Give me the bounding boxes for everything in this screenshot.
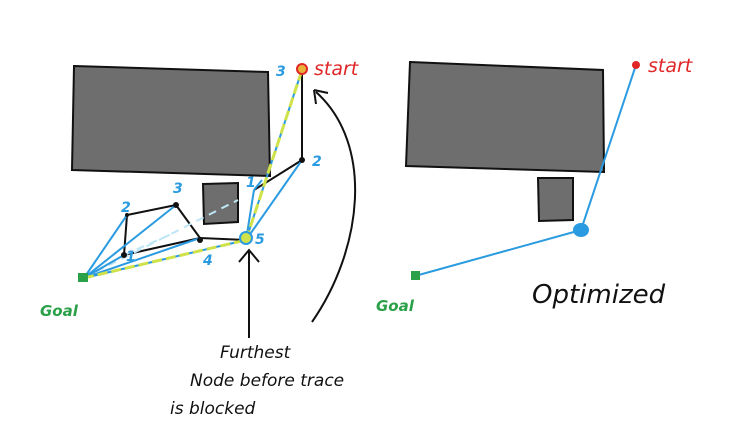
node-number-label: 1 [246, 175, 256, 191]
annotation-line-3: is blocked [170, 399, 256, 419]
node-number-label: 5 [255, 232, 265, 248]
left-start-node [296, 63, 308, 75]
node-number-label: 4 [202, 253, 213, 269]
annotation-line-2: Node before trace [190, 371, 344, 391]
right-caption: Optimized [532, 280, 666, 310]
left-panel: 3 2 3 1 4 1 2 5 start Goal Furthest Node… [40, 58, 360, 419]
node-number-label: 2 [312, 154, 322, 170]
curved-arrow [311, 91, 357, 323]
pointer-arrow-head [238, 248, 260, 263]
left-large-obstacle [70, 64, 272, 178]
left-node-1 [121, 252, 127, 258]
annotation-line-1: Furthest [220, 343, 292, 363]
left-goal-node [78, 273, 88, 282]
node-number-label: 2 [121, 200, 131, 216]
node-number-label: 3 [173, 181, 183, 197]
right-goal-label: Goal [376, 297, 415, 315]
left-node-5 [239, 231, 253, 245]
left-small-obstacle [201, 181, 239, 226]
left-node-2-right [299, 157, 305, 163]
left-start-label: start [314, 58, 360, 80]
right-goal-node [411, 271, 420, 280]
left-trace-dashes [83, 199, 239, 279]
right-waypoint-node [573, 223, 589, 237]
right-panel: start Goal Optimized [376, 55, 694, 315]
right-small-obstacle [536, 177, 574, 223]
right-start-node [632, 61, 640, 69]
left-node-3 [173, 202, 179, 208]
right-optimized-path [414, 64, 637, 277]
left-goal-label: Goal [40, 302, 79, 320]
node-number-label: 1 [126, 249, 136, 265]
curved-arrow-head [313, 89, 329, 105]
annotation-text: Furthest Node before trace is blocked [170, 343, 344, 419]
left-trace-path [83, 69, 304, 280]
left-node-4 [197, 237, 203, 243]
left-node-labels: 3 2 3 1 4 1 2 5 [121, 64, 322, 269]
right-large-obstacle [404, 60, 606, 174]
start-node-number: 3 [276, 64, 286, 80]
left-node-2 [125, 213, 129, 217]
right-start-label: start [648, 55, 694, 77]
